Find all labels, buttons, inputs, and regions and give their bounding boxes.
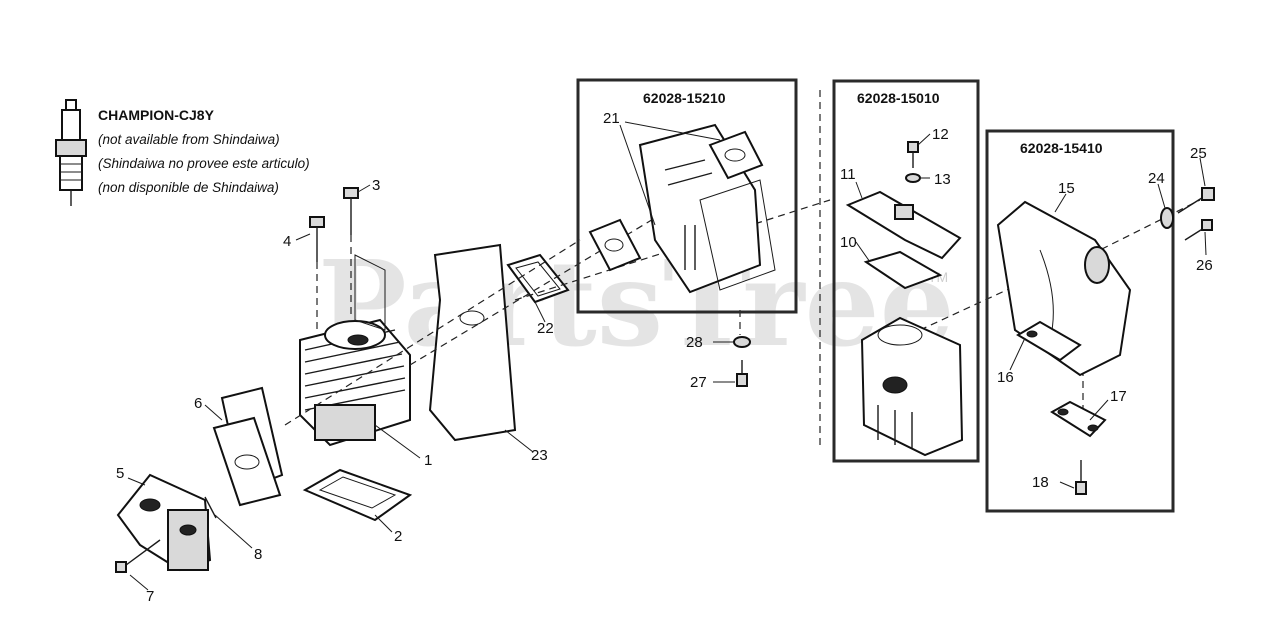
callout-13: 13 [934, 171, 951, 188]
gasket-part-22 [506, 253, 570, 304]
callout-18: 18 [1032, 474, 1049, 491]
callout-2: 2 [394, 528, 402, 545]
callout-6: 6 [194, 395, 202, 412]
washer-part-24 [1160, 207, 1174, 229]
assembly-part-number-15410: 62028-15410 [1020, 140, 1103, 156]
callout-15: 15 [1058, 180, 1075, 197]
spark-plug-title: CHAMPION-CJ8Y [98, 107, 215, 123]
callout-23: 23 [531, 447, 548, 464]
bolt-part-26 [1184, 219, 1213, 241]
washer-part-28 [733, 336, 751, 348]
screw-part-7 [115, 539, 161, 573]
bolt-part-3 [343, 187, 359, 315]
pin-part-8 [204, 496, 217, 519]
screw-part-18 [1075, 460, 1087, 495]
assembly-box-15010 [832, 79, 980, 463]
spark-plug-note-fr: (non disponible de Shindaiwa) [98, 180, 279, 195]
plate-part-17 [1050, 400, 1107, 438]
bracket-part-11 [845, 190, 962, 260]
callout-28: 28 [686, 334, 703, 351]
callout-24: 24 [1148, 170, 1165, 187]
assembly-part-number-15010: 62028-15010 [857, 90, 940, 106]
callout-25: 25 [1190, 145, 1207, 162]
washer-part-13 [905, 173, 921, 183]
callout-5: 5 [116, 465, 124, 482]
screw-part-12 [907, 141, 919, 168]
callout-8: 8 [254, 546, 262, 563]
gasket-part-21-upper [708, 130, 764, 180]
bolt-part-25 [1177, 187, 1215, 214]
insulator-part-6 [212, 386, 284, 507]
spark-plug-icon [55, 99, 87, 206]
carburetor-part-5 [116, 473, 212, 572]
plate-part-23 [428, 243, 517, 442]
callout-22: 22 [537, 320, 554, 337]
gasket-part-10 [863, 250, 943, 290]
callout-11: 11 [840, 166, 856, 183]
callout-1: 1 [424, 452, 432, 469]
callout-7: 7 [146, 588, 154, 605]
spark-plug-note-es: (Shindaiwa no provee este articulo) [98, 156, 310, 171]
gasket-part-21-lower [588, 218, 642, 272]
leader-lines [127, 133, 1207, 591]
callout-16: 16 [997, 369, 1014, 386]
screw-part-27 [736, 360, 748, 387]
callout-3: 3 [372, 177, 380, 194]
assembly-box-15210 [576, 78, 798, 314]
callout-12: 12 [932, 126, 949, 143]
mounting-part-16 [1016, 320, 1082, 362]
assembly-part-number-15210: 62028-15210 [643, 90, 726, 106]
bolt-part-4 [309, 216, 325, 330]
callout-4: 4 [283, 233, 291, 250]
muffler-part [860, 316, 964, 457]
assembly-box-15410 [985, 129, 1175, 513]
callout-27: 27 [690, 374, 707, 391]
gasket-part-2 [302, 468, 413, 522]
callout-17: 17 [1110, 388, 1127, 405]
callout-21: 21 [603, 110, 620, 127]
spark-plug-note-en: (not available from Shindaiwa) [98, 132, 280, 147]
callout-10: 10 [840, 234, 857, 251]
callout-26: 26 [1196, 257, 1213, 274]
